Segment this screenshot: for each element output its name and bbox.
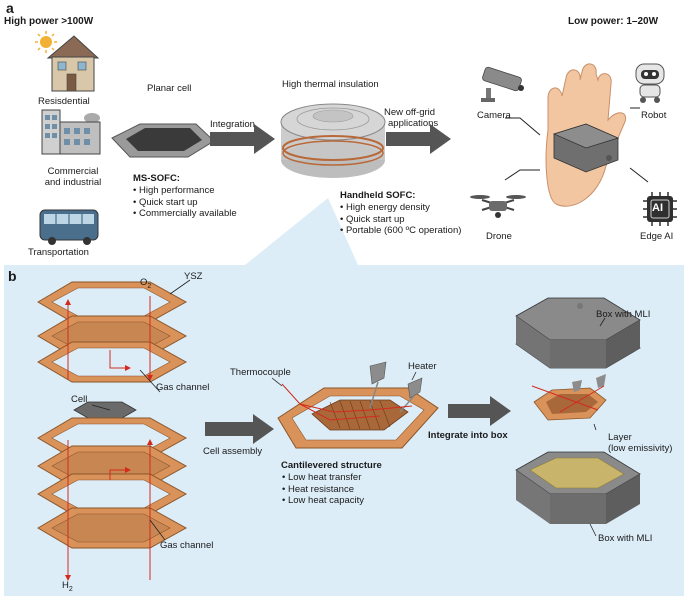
commercial-label-line2: and industrial	[44, 177, 102, 188]
layer-label-line1: Layer	[608, 432, 632, 443]
ms-sofc-point: Commercially available	[133, 208, 237, 220]
panel-b-leader-lines	[91, 279, 191, 541]
robot-label: Robot	[641, 110, 667, 121]
thermocouple-leader	[271, 371, 417, 387]
box-mli-label-top: Box with MLI	[596, 309, 651, 320]
drone-label: Drone	[486, 231, 512, 242]
cantilevered-point: Heat resistance	[282, 484, 364, 496]
gas-flow-arrows	[65, 296, 153, 581]
handheld-sofc-point: Portable (600 ºC operation)	[340, 225, 461, 237]
box-middle-cell	[531, 374, 607, 421]
handheld-sofc-device	[280, 103, 386, 178]
drone-icon	[470, 195, 526, 218]
high-power-heading: High power >100W	[4, 16, 94, 27]
box-lid-top	[515, 297, 641, 369]
handheld-sofc-point: High energy density	[340, 202, 461, 214]
ai-chip-text: AI	[652, 202, 663, 214]
offgrid-label-line1: New off-grid	[384, 107, 436, 118]
h2-label: H2	[62, 580, 73, 593]
hand-illustration	[545, 63, 626, 207]
gas-channel-label-bottom: Gas channel	[160, 540, 214, 551]
low-power-heading: Low power: 1–20W	[568, 16, 659, 27]
cell-assembly-arrow	[205, 414, 274, 444]
upper-frame-stack	[37, 281, 188, 383]
commercial-label-line1: Commercial	[47, 166, 99, 177]
lower-frame-stack	[37, 417, 188, 549]
ai-chip-icon	[643, 192, 677, 226]
cantilevered-points: Low heat transfer Heat resistance Low he…	[282, 472, 364, 507]
sun-icon	[35, 31, 57, 53]
bus-icon	[39, 209, 99, 245]
layer-label-line2: (low emissivity)	[608, 443, 673, 454]
cantilevered-point: Low heat transfer	[282, 472, 364, 484]
handheld-sofc-points: High energy density Quick start up Porta…	[340, 202, 461, 237]
edge-ai-label: Edge AI	[640, 231, 674, 242]
house-icon	[46, 35, 100, 92]
offgrid-arrow	[386, 124, 451, 154]
thermal-insulation-label: High thermal insulation	[282, 79, 379, 90]
cell-assembly-label: Cell assembly	[203, 446, 263, 457]
panel-a-letter: a	[6, 0, 14, 16]
handheld-sofc-point: Quick start up	[340, 214, 461, 226]
camera-label: Camera	[477, 110, 511, 121]
integration-arrow	[210, 124, 275, 154]
integrate-box-label: Integrate into box	[428, 430, 508, 441]
cantilevered-point: Low heat capacity	[282, 495, 364, 507]
ms-sofc-point: Quick start up	[133, 197, 237, 209]
handheld-sofc-title: Handheld SOFC:	[340, 190, 416, 201]
transportation-label: Transportation	[28, 247, 89, 258]
box-leader-lines	[589, 317, 606, 537]
offgrid-label-line2: applications	[388, 118, 439, 129]
cell-label: Cell	[71, 394, 88, 405]
gas-channel-label-top: Gas channel	[156, 382, 210, 393]
cantilevered-title: Cantilevered structure	[281, 460, 382, 471]
robot-icon	[635, 63, 665, 103]
planar-cell-label: Planar cell	[147, 83, 192, 94]
ms-sofc-points: High performance Quick start up Commerci…	[133, 185, 237, 220]
box-bottom	[515, 451, 641, 524]
planar-cell-icon	[111, 123, 215, 158]
box-mli-label-bottom: Box with MLI	[598, 533, 653, 544]
residential-label: Resisdential	[38, 96, 90, 107]
thermocouple-wires	[281, 383, 413, 421]
panel-b-letter: b	[8, 268, 17, 284]
integrate-box-arrow	[448, 396, 511, 426]
heater-label: Heater	[408, 361, 437, 372]
ysz-label: YSZ	[184, 271, 203, 282]
building-icon	[41, 109, 101, 155]
thermocouple-label: Thermocouple	[230, 367, 291, 378]
security-camera-icon	[481, 66, 524, 102]
ms-sofc-title: MS-SOFC:	[133, 173, 180, 184]
hand-connector-lines	[504, 107, 649, 183]
integration-label: Integration	[210, 119, 255, 130]
ms-sofc-point: High performance	[133, 185, 237, 197]
o2-label: O2	[140, 277, 152, 290]
